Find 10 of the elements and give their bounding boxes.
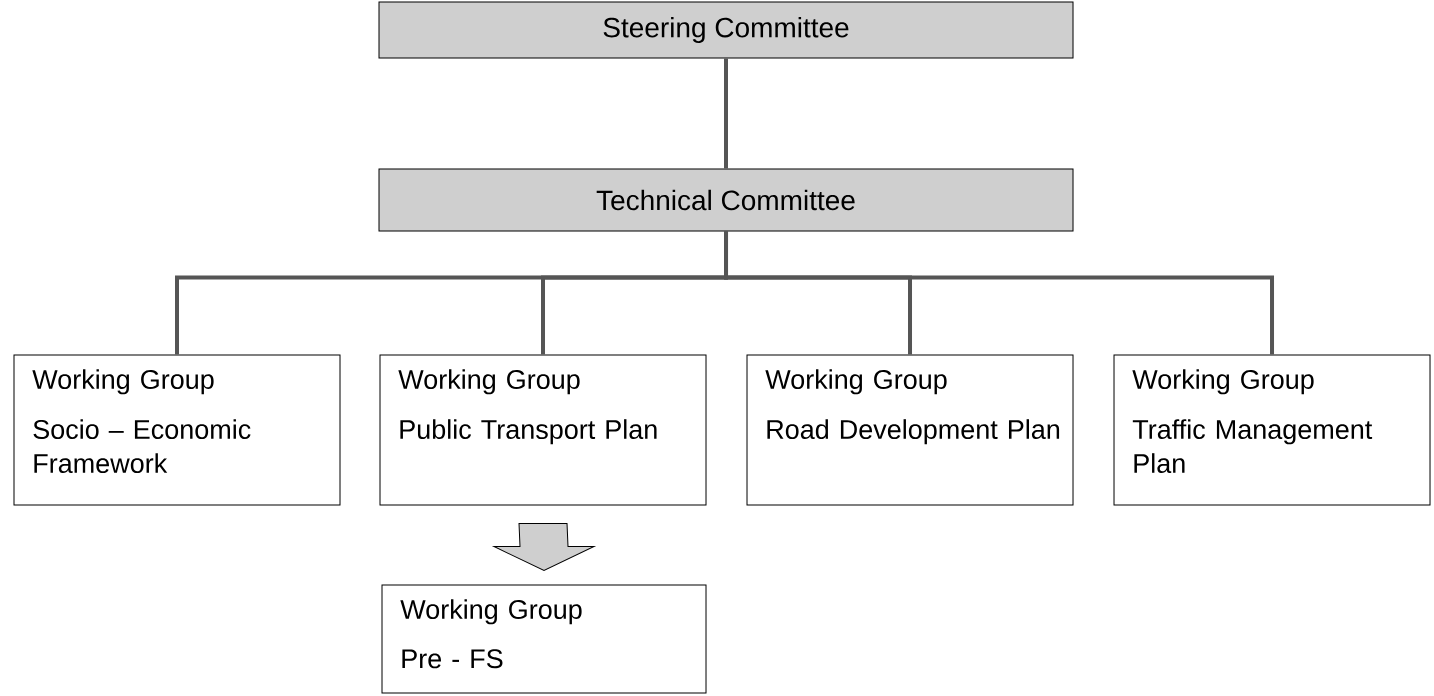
connector-line [724,231,1274,355]
working-group-box: Working Group Socio – Economic Framework [13,354,341,506]
connector-line [724,58,728,169]
block-arrow [493,523,595,571]
working-group-box: Working Group Road Development Plan [746,354,1074,506]
committee-box: Steering Committee [378,1,1074,59]
working-group-box: Working Group Traffic Management Plan [1113,354,1431,506]
working-group-box: Working Group Public Transport Plan [379,354,707,506]
working-group-box: Working Group Pre - FS [381,584,707,694]
committee-box: Technical Committee [378,168,1074,232]
